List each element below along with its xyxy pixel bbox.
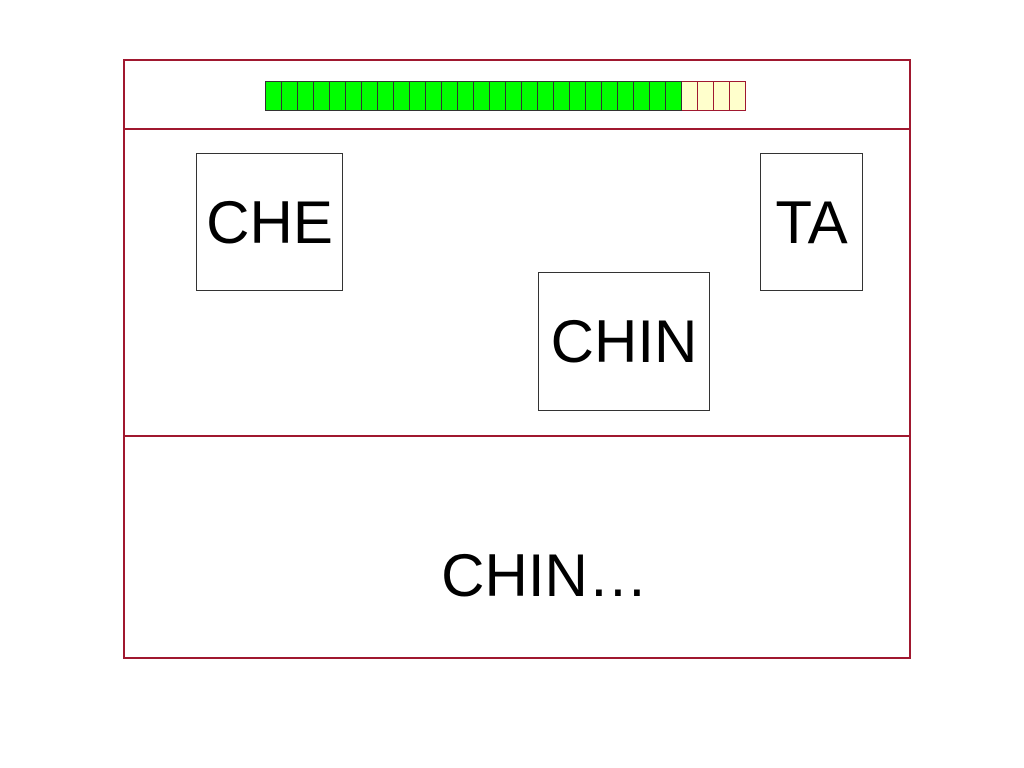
progress-segment-filled (618, 81, 634, 111)
progress-segment-filled (266, 81, 282, 111)
answer-text: CHIN… (441, 541, 648, 609)
progress-segment-filled (650, 81, 666, 111)
progress-segment-empty (698, 81, 714, 111)
progress-segment-filled (362, 81, 378, 111)
progress-segment-filled (346, 81, 362, 111)
progress-segment-filled (330, 81, 346, 111)
progress-segment-filled (490, 81, 506, 111)
progress-segment-filled (634, 81, 650, 111)
progress-segment-filled (554, 81, 570, 111)
progress-segment-filled (298, 81, 314, 111)
progress-segment-filled (586, 81, 602, 111)
progress-segment-empty (714, 81, 730, 111)
progress-segment-filled (426, 81, 442, 111)
progress-segment-filled (474, 81, 490, 111)
syllable-tile-che[interactable]: CHE (196, 153, 343, 291)
progress-segment-filled (410, 81, 426, 111)
header-divider (125, 128, 909, 130)
progress-segment-filled (522, 81, 538, 111)
answer-area: CHIN… (125, 437, 909, 657)
syllable-tile-chin[interactable]: CHIN (538, 272, 710, 411)
progress-segment-filled (538, 81, 554, 111)
progress-bar (265, 81, 746, 111)
progress-segment-filled (314, 81, 330, 111)
answer-divider (125, 435, 909, 437)
progress-segment-filled (442, 81, 458, 111)
game-board: CHE TA CHIN CHIN… (123, 59, 911, 659)
progress-segment-filled (602, 81, 618, 111)
progress-segment-empty (682, 81, 698, 111)
progress-segment-filled (506, 81, 522, 111)
progress-segment-filled (394, 81, 410, 111)
progress-segment-filled (378, 81, 394, 111)
syllable-tile-ta[interactable]: TA (760, 153, 863, 291)
progress-segment-empty (730, 81, 746, 111)
progress-segment-filled (282, 81, 298, 111)
progress-segment-filled (570, 81, 586, 111)
progress-segment-filled (458, 81, 474, 111)
progress-segment-filled (666, 81, 682, 111)
